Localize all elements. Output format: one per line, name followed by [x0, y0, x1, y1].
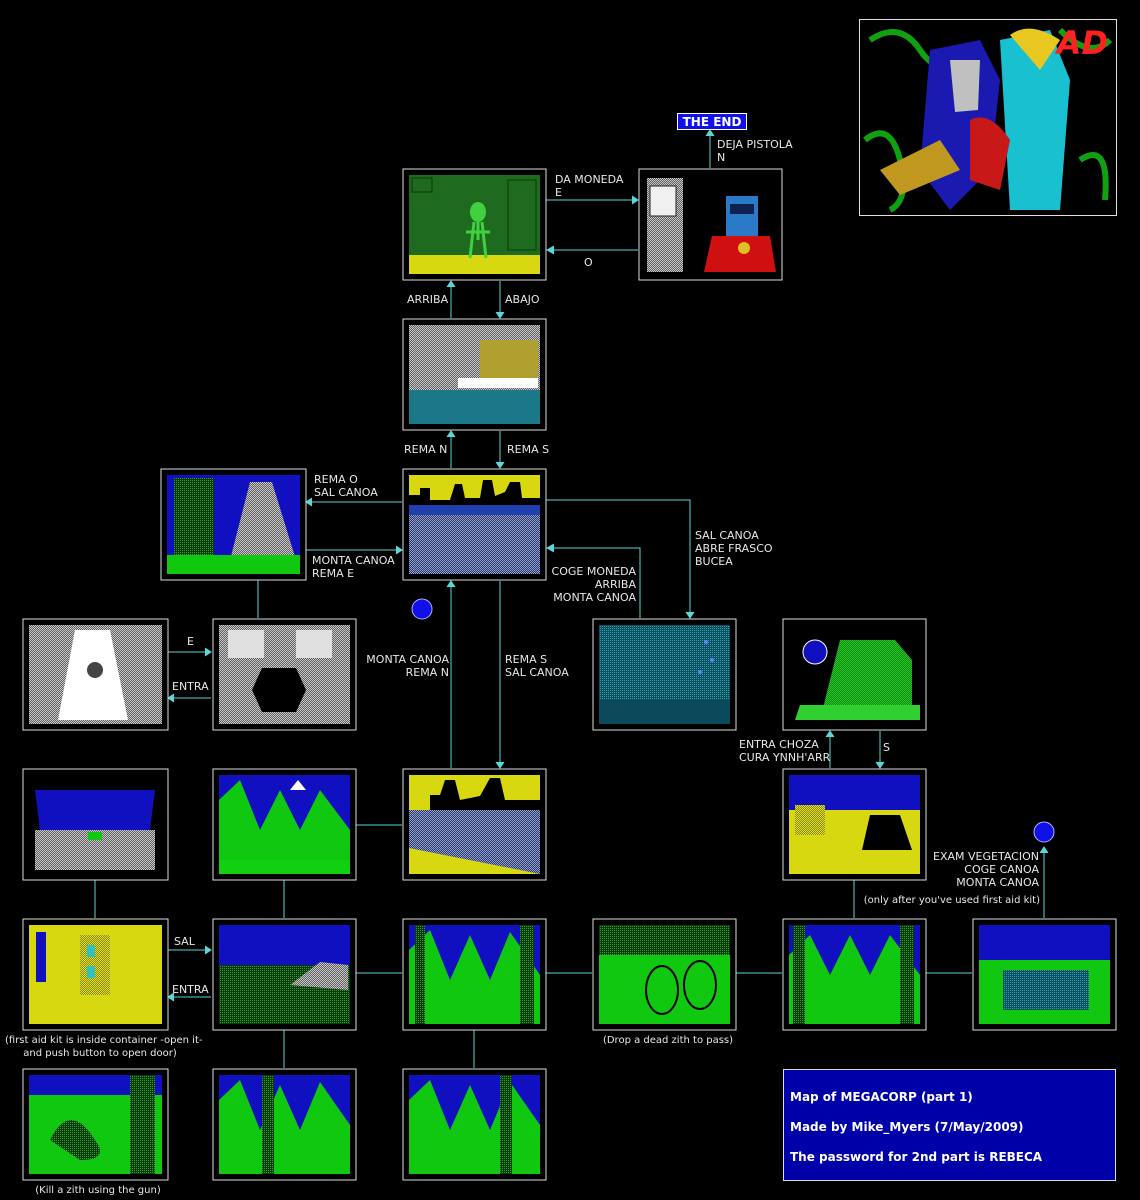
label-sal: SAL: [174, 935, 195, 948]
room-zith-guards: [592, 918, 737, 1031]
the-end-badge: THE END: [677, 113, 747, 130]
label-rema-s: REMA S: [507, 443, 550, 456]
room-underwater: [592, 618, 737, 731]
label-o: O: [584, 256, 593, 269]
room-crash-site: [212, 918, 357, 1031]
room-guard: [638, 168, 783, 281]
label-monta-canoa-rema-n: MONTA CANOA REMA N: [366, 653, 449, 679]
label-rema-o: REMA O SAL CANOA: [314, 473, 378, 499]
exit-marker: [1033, 821, 1055, 843]
connection-lines: [94, 129, 1049, 1068]
room-forest-2: [782, 918, 927, 1031]
room-lamp: [22, 618, 169, 731]
label-s: S: [883, 741, 890, 754]
label-arriba: ARRIBA: [407, 293, 449, 306]
label-entra-corridor: ENTRA: [172, 983, 209, 996]
room-forest-3: [212, 1068, 357, 1181]
credits-title: Map of MEGACORP (part 1): [790, 1090, 973, 1104]
room-vegetation: [972, 918, 1117, 1031]
note-kill-zith: (Kill a zith using the gun): [35, 1185, 161, 1196]
room-cockpit: [22, 768, 169, 881]
room-hut-outside: [782, 768, 927, 881]
label-coge-moneda: COGE MONEDA ARRIBA MONTA CANOA: [551, 565, 636, 604]
label-rema-n: REMA N: [404, 443, 448, 456]
room-hut-inside: [782, 618, 927, 731]
label-rema-s-sal-canoa: REMA S SAL CANOA: [505, 653, 569, 679]
room-corridor: [22, 918, 169, 1031]
room-panels: [212, 618, 357, 731]
room-mantis: [402, 168, 547, 281]
credits-box: Map of MEGACORP (part 1) Made by Mike_My…: [783, 1069, 1116, 1181]
label-entra-choza: ENTRA CHOZA CURA YNNH'ARR: [739, 738, 831, 764]
start-marker: [411, 598, 433, 620]
label-entra-lamp: ENTRA: [172, 680, 209, 693]
credits-password: The password for 2nd part is REBECA: [790, 1150, 1043, 1164]
room-forest-snowpeak: [212, 768, 357, 881]
room-pyramid: [160, 468, 307, 581]
room-forest-4: [402, 1068, 547, 1181]
room-lake: [402, 468, 547, 581]
room-zith-lair: [22, 1068, 169, 1181]
label-e: E: [187, 635, 194, 648]
credits-author: Made by Mike_Myers (7/May/2009): [790, 1120, 1024, 1134]
label-da-moneda: DA MONEDA E: [555, 173, 624, 199]
cover-logo: AD: [1056, 24, 1108, 62]
room-forest-1: [402, 918, 547, 1031]
room-river-base: [402, 318, 547, 431]
label-only-after: (only after you've used first aid kit): [863, 895, 1040, 906]
room-lake-shore: [402, 768, 547, 881]
label-sal-canoa-abre: SAL CANOA ABRE FRASCO BUCEA: [695, 529, 773, 568]
game-cover-art: AD: [859, 19, 1117, 216]
label-monta-canoa-rema-e: MONTA CANOA REMA E: [312, 554, 395, 580]
note-drop-zith: (Drop a dead zith to pass): [602, 1035, 734, 1046]
label-abajo: ABAJO: [505, 293, 540, 306]
note-first-aid: (first aid kit is inside container -open…: [5, 1035, 203, 1059]
label-exam-vegetacion: EXAM VEGETACION COGE CANOA MONTA CANOA: [933, 850, 1039, 889]
label-deja-pistola: DEJA PISTOLA N: [717, 138, 793, 164]
